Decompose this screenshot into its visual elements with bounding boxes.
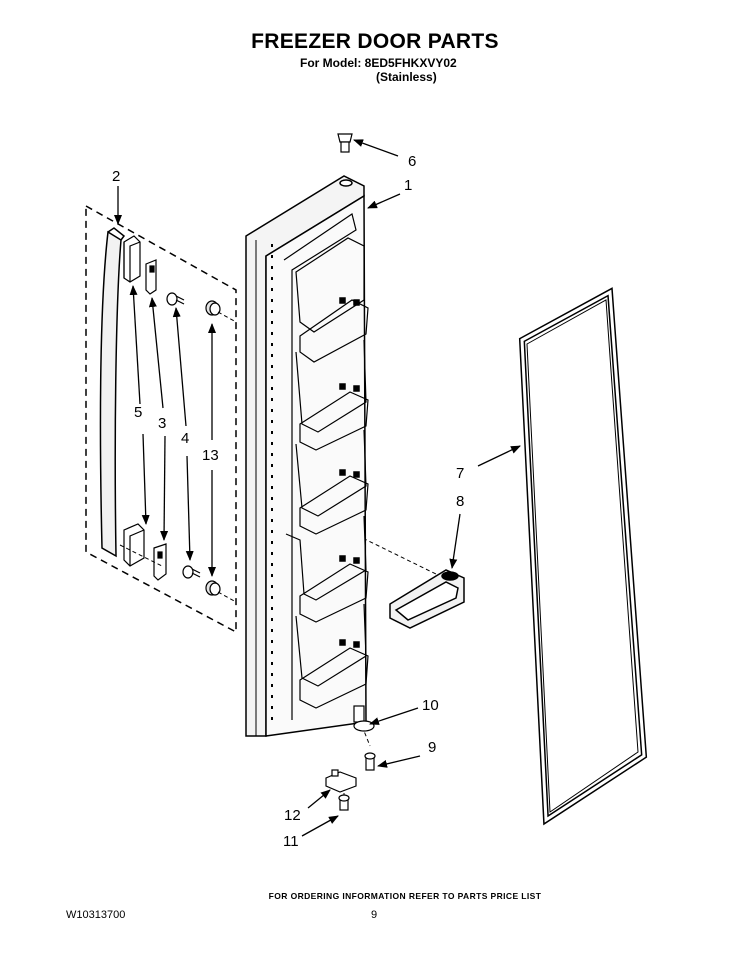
- bracket-screw-part: [338, 794, 350, 811]
- callout-3: 3: [158, 415, 166, 432]
- freezer-door-part: [245, 175, 369, 737]
- callout-7: 7: [456, 465, 464, 482]
- handle-plug-top: [205, 300, 221, 316]
- handle-end-cap-top: [123, 235, 141, 283]
- variant-subtitle: (Stainless): [376, 70, 437, 84]
- callout-8: 8: [456, 493, 464, 510]
- callout-2: 2: [112, 168, 120, 185]
- model-subtitle: For Model: 8ED5FHKXVY02: [300, 56, 457, 70]
- handle-bracket-bottom: [153, 543, 167, 581]
- handle-bracket-top: [145, 259, 157, 295]
- callout-12: 12: [284, 807, 301, 824]
- callout-arrows: [114, 139, 521, 837]
- ordering-note: FOR ORDERING INFORMATION REFER TO PARTS …: [268, 891, 542, 901]
- handle-plug-bottom: [205, 580, 221, 596]
- callout-13: 13: [202, 447, 219, 464]
- bottom-hinge-part: [353, 705, 375, 732]
- callout-4: 4: [181, 430, 189, 447]
- handle-screw-top: [166, 292, 185, 306]
- handle-screw-bottom: [182, 565, 201, 579]
- page-number: 9: [371, 909, 378, 921]
- door-handle-part: [99, 227, 126, 558]
- door-bin-part: [389, 569, 465, 629]
- callout-9: 9: [428, 739, 436, 756]
- document-number: W10313700: [66, 909, 126, 921]
- hinge-bracket-part: [325, 769, 357, 793]
- hinge-screw-part: [364, 752, 376, 771]
- handle-end-cap-bottom: [123, 523, 145, 567]
- callout-6: 6: [408, 153, 416, 170]
- callout-5: 5: [134, 404, 142, 421]
- callout-11: 11: [283, 833, 299, 850]
- top-hinge-pin: [337, 133, 353, 153]
- door-gasket-part: [518, 287, 648, 826]
- page-title: FREEZER DOOR PARTS: [251, 30, 499, 53]
- handle-assembly-outline: [85, 204, 237, 634]
- callout-1: 1: [404, 177, 412, 194]
- callout-10: 10: [422, 697, 439, 714]
